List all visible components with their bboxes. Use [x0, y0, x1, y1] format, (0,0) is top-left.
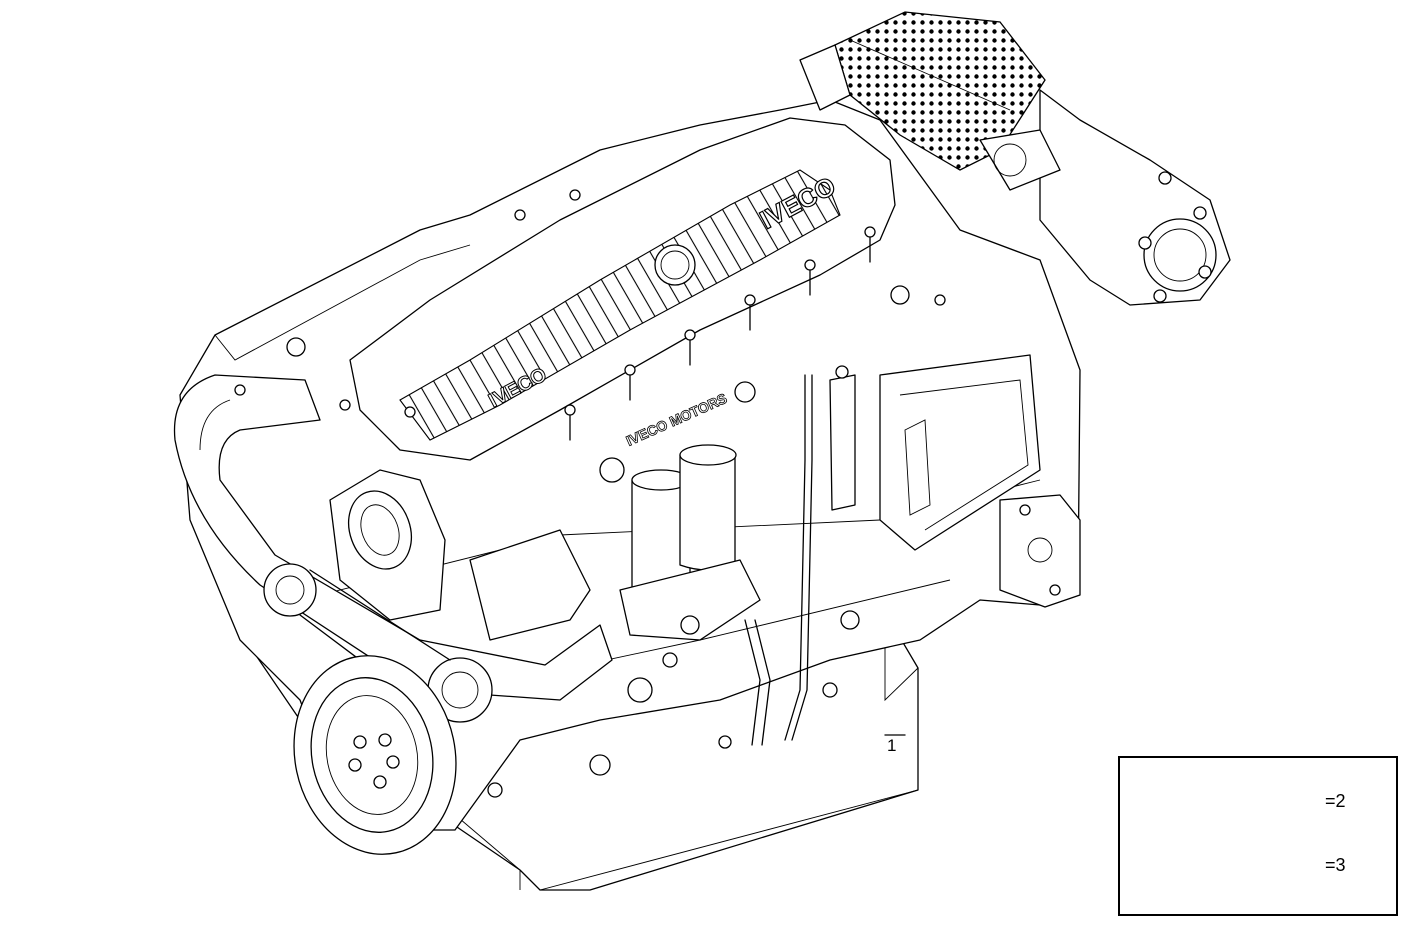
lower-gasket-kit-qty: =3	[1325, 855, 1346, 875]
bolts	[234, 189, 946, 798]
callout-engine-assembly: 1	[887, 736, 897, 755]
heat-shield	[799, 11, 1046, 171]
fuel-lines	[744, 365, 856, 746]
turbo-housing	[979, 89, 1231, 306]
engine-mount	[999, 494, 1081, 608]
ecu-module	[879, 354, 1041, 551]
coolant-pipe	[173, 374, 613, 701]
injector-studs	[564, 226, 876, 441]
gasket-kit-inset	[1118, 756, 1398, 916]
water-pump	[329, 469, 591, 641]
valve-cover: IVECO IVECO	[349, 117, 896, 461]
upper-gasket-kit-qty: =2	[1325, 791, 1346, 811]
alternator	[263, 563, 493, 723]
crankshaft-pulley	[293, 655, 457, 855]
